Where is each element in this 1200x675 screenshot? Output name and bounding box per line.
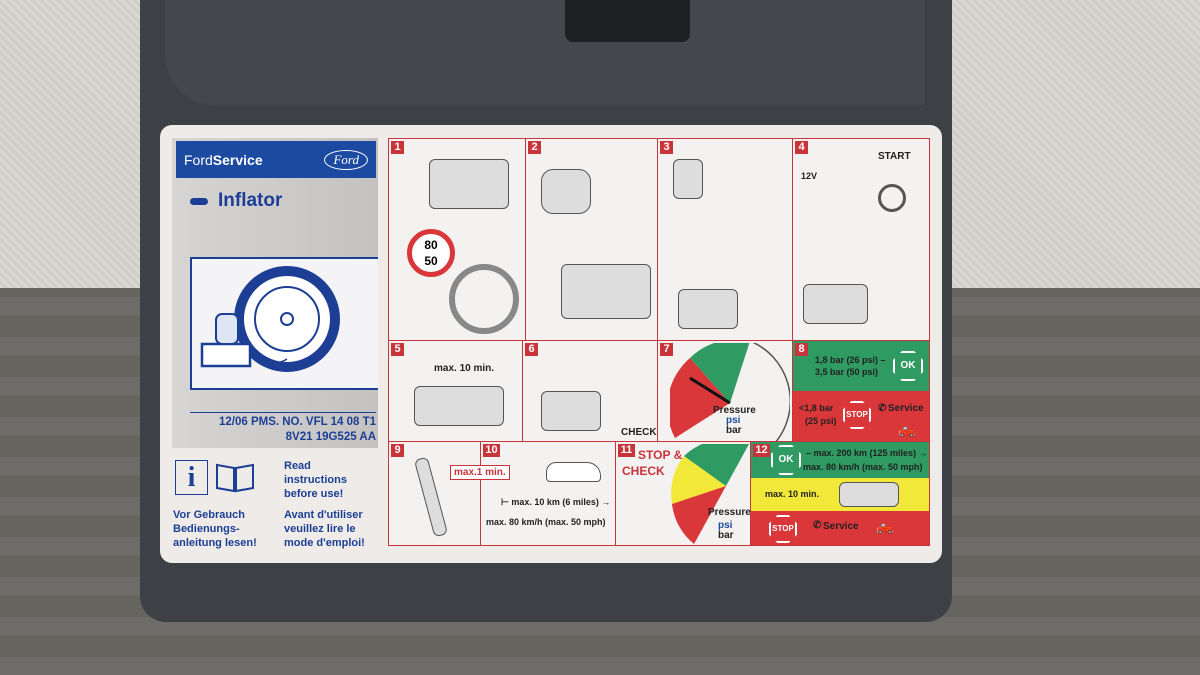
- case-top-molding: [165, 0, 925, 105]
- spare-kit-sketch: [429, 159, 509, 209]
- service-label: Service: [888, 403, 924, 414]
- ford-logo: Ford: [324, 149, 368, 170]
- step-4-panel: 4 12V START: [792, 138, 930, 341]
- case-handle-slot: [565, 0, 690, 42]
- step-number: 12: [753, 444, 770, 457]
- low-pressure-value: <1,8 bar: [799, 403, 834, 413]
- bullet-icon: [190, 197, 208, 205]
- max-speed: max. 80 km/h (max. 50 mph): [486, 517, 606, 527]
- compressor-sketch: [561, 264, 651, 319]
- step-number: 3: [660, 141, 673, 154]
- voltage-label: 12V: [801, 171, 818, 181]
- stop-sign-icon: STOP: [843, 401, 871, 429]
- psi-label: psi: [718, 520, 733, 531]
- read-instructions-fr: Avant d'utiliser veuillez lire le mode d…: [284, 509, 365, 549]
- check-label: CHECK: [621, 427, 657, 438]
- tow-truck-icon: 🛻: [898, 421, 916, 437]
- power-switch-sketch: [839, 482, 899, 507]
- step-9-panel: 9: [388, 441, 481, 546]
- bar-label: bar: [726, 425, 742, 436]
- max-time: max. 10 min.: [765, 489, 820, 499]
- tire-inflator-illustration: [190, 257, 378, 390]
- start-label: START: [878, 151, 911, 162]
- step-10-panel: 10 ⊢ max. 10 km (6 miles) → max. 80 km/h…: [480, 441, 616, 546]
- sealant-bottle-sketch: [541, 169, 591, 214]
- step-number: 7: [660, 343, 673, 356]
- part-number-codes: 12/06 PMS. NO. VFL 14 08 T1 8V21 19G525 …: [190, 412, 376, 445]
- step-number: 6: [525, 343, 538, 356]
- max-distance: ⊢ max. 10 km (6 miles) →: [501, 497, 611, 507]
- step-12-panel: 12 OK – max. 200 km (125 miles) → max. 8…: [750, 441, 930, 546]
- step-number: 10: [483, 444, 500, 457]
- manual-book-icon: [214, 460, 256, 495]
- step-number: 4: [795, 141, 808, 154]
- time-limit: max. 10 min.: [434, 363, 495, 374]
- ok-range-max: 3,5 bar (50 psi): [815, 367, 879, 377]
- compressor-sketch: [678, 289, 738, 329]
- gauge-label: Pressure: [708, 507, 751, 518]
- max-speed: max. 80 km/h (max. 50 mph): [803, 462, 923, 472]
- ok-sign-icon: OK: [771, 445, 801, 475]
- product-title: Inflator: [190, 190, 282, 212]
- step-7-panel: 7 Pressure psi bar: [657, 340, 793, 442]
- step-11-panel: 11 STOP & CHECK Pressure psi bar: [615, 441, 751, 546]
- ford-service-banner: FordService Ford: [176, 141, 376, 178]
- phone-icon: ✆: [813, 520, 822, 531]
- psi-label: psi: [726, 415, 741, 426]
- part-number: 8V21 19G525 AA: [285, 431, 376, 443]
- bottle-sketch: [673, 159, 703, 199]
- step-number: 5: [391, 343, 404, 356]
- ok-sign-icon: OK: [893, 351, 923, 381]
- pressure-gauge: [671, 444, 749, 544]
- step-3-panel: 3: [657, 138, 793, 341]
- stop-and-label: STOP &: [638, 448, 683, 462]
- power-switch-sketch: [414, 386, 504, 426]
- ignition-key-icon: [878, 184, 906, 212]
- step-number: 11: [618, 444, 635, 457]
- pressure-gauge: [670, 343, 790, 441]
- info-icon: i: [175, 460, 208, 495]
- bar-label: bar: [718, 530, 734, 541]
- step-number: 8: [795, 343, 808, 356]
- phone-icon: ✆: [878, 403, 887, 414]
- read-instructions-en: Read instructions before use!: [284, 460, 347, 500]
- tow-truck-icon: 🛻: [876, 518, 894, 534]
- car-sketch: [546, 462, 601, 482]
- step-2-panel: 2: [525, 138, 658, 341]
- step-number: 9: [391, 444, 404, 457]
- service-label: Service: [823, 521, 859, 532]
- step-number: 2: [528, 141, 541, 154]
- step-6-panel: 6 CHECK: [522, 340, 658, 442]
- read-instructions-de: Vor Gebrauch Bedienungs-anleitung lesen!: [173, 509, 257, 549]
- step-number: 1: [391, 141, 404, 154]
- valve-hose-sketch: [413, 456, 449, 538]
- steering-wheel-sketch: [449, 264, 519, 334]
- check-label: CHECK: [622, 464, 665, 478]
- ford-service-wordmark: FordService: [184, 151, 263, 168]
- compressor-sketch: [541, 391, 601, 431]
- pms-number: 12/06 PMS. NO. VFL 14 08 T1: [218, 416, 376, 428]
- compressor-sketch: [803, 284, 868, 324]
- low-pressure-psi: (25 psi): [805, 416, 837, 426]
- max-distance: – max. 200 km (125 miles) →: [806, 448, 928, 458]
- ok-range-min: 1,8 bar (26 psi) –: [815, 355, 886, 365]
- max-time-tag: max.1 min.: [450, 465, 510, 480]
- step-8-panel: 8 1,8 bar (26 psi) – 3,5 bar (50 psi) OK…: [792, 340, 930, 442]
- stop-sign-icon: STOP: [769, 515, 797, 543]
- step-5-panel: 5 max. 10 min.: [388, 340, 523, 442]
- gauge-label: Pressure: [713, 405, 756, 416]
